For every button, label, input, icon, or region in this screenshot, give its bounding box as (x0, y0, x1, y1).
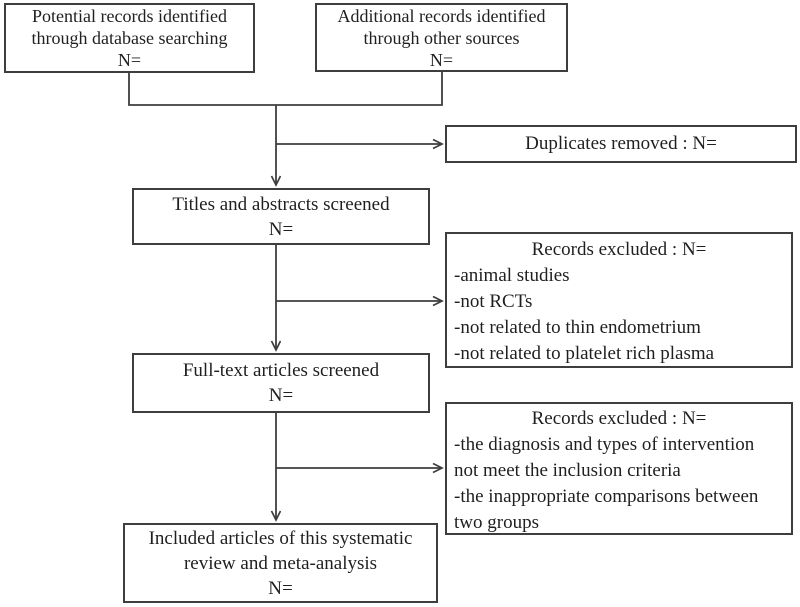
box-duplicates-removed: Duplicates removed : N= (445, 125, 797, 163)
box-text-line: Additional records identified (337, 5, 546, 26)
record-count-placeholder: N= (429, 49, 454, 70)
box-potential-records: Potential records identified through dat… (4, 3, 255, 73)
box-text-line: through other sources (363, 27, 520, 48)
excluded-reason: two groups (454, 512, 539, 533)
box-text-line: Duplicates removed : N= (525, 133, 717, 154)
record-count-placeholder: N= (268, 577, 293, 599)
excluded-reason: -not related to platelet rich plasma (454, 343, 715, 364)
excluded-reason: -not RCTs (454, 291, 533, 312)
box-included-articles: Included articles of this systematic rev… (123, 523, 438, 603)
box-text-line: Potential records identified (32, 6, 227, 26)
excluded-reason: -not related to thin endometrium (454, 317, 701, 338)
record-count-placeholder: N= (268, 385, 294, 406)
box-fulltext-articles-screened: Full-text articles screened N= (132, 353, 430, 413)
excluded-reason: -animal studies (454, 265, 570, 286)
excluded-reason: not meet the inclusion criteria (454, 460, 681, 481)
box-records-excluded-2: Records excluded : N= -the diagnosis and… (445, 402, 793, 535)
record-count-placeholder: N= (117, 50, 142, 70)
box-titles-abstracts-screened: Titles and abstracts screened N= (132, 188, 430, 245)
record-count-placeholder: N= (268, 218, 294, 240)
box-records-excluded-1: Records excluded : N= -animal studies -n… (445, 232, 793, 368)
excluded-heading: Records excluded : N= (531, 239, 707, 260)
box-text-line: through database searching (31, 28, 228, 48)
connector-merge-line (128, 72, 443, 106)
excluded-heading: Records excluded : N= (531, 408, 707, 429)
box-text-line: Titles and abstracts screened (172, 193, 390, 215)
box-text-line: Full-text articles screened (182, 360, 380, 381)
box-additional-records: Additional records identified through ot… (315, 3, 568, 72)
box-text-line: review and meta-analysis (183, 552, 378, 574)
excluded-reason: -the diagnosis and types of intervention (454, 434, 755, 455)
excluded-reason: -the inappropriate comparisons between (454, 486, 759, 507)
box-text-line: Included articles of this systematic (148, 527, 413, 549)
